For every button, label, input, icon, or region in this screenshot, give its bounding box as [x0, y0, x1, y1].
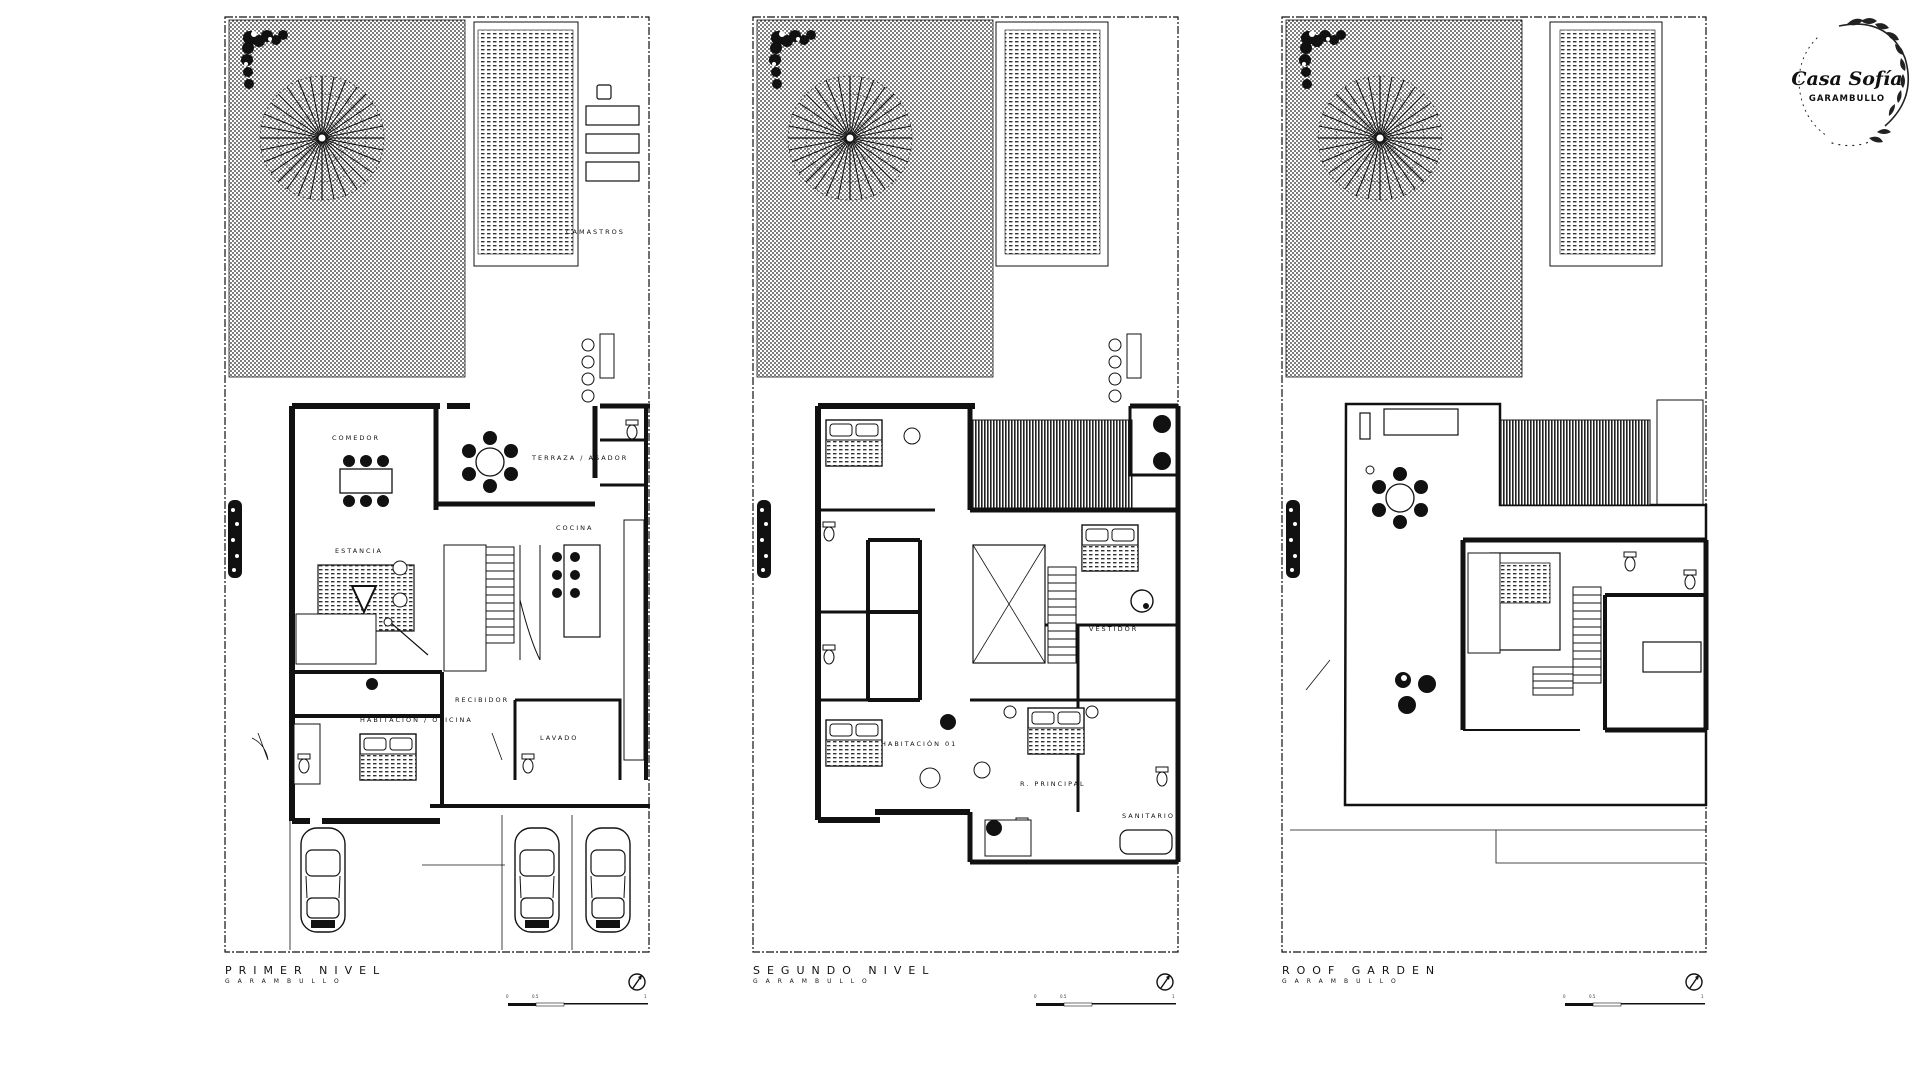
scale-bar [1564, 1002, 1706, 1007]
brand-name: Casa Sofía [1791, 68, 1903, 90]
laurel-wreath-icon [1798, 18, 1909, 147]
room-label-comedor: COMEDOR [332, 434, 380, 442]
room-label-estancia: ESTANCIA [335, 547, 383, 555]
svg-text:0.5: 0.5 [1060, 994, 1067, 999]
room-label-habitacion-01: HABITACIÓN 01 [881, 739, 957, 748]
plan-title: PRIMER NIVEL [225, 964, 386, 977]
plan-title: ROOF GARDEN [1282, 964, 1441, 977]
tree-icon [259, 75, 385, 201]
plan-title: SEGUNDO NIVEL [753, 964, 935, 977]
plan-primer-nivel: COMEDOR TERRAZA / ASADOR ESTANCIA COCINA… [224, 16, 650, 1007]
room-label-habitacion-oficina: HABITACIÓN / OFICINA [360, 715, 473, 724]
brand-logo: Casa Sofía GARAMBULLO [1777, 8, 1917, 168]
plan-subtitle: GARAMBULLO [1282, 978, 1404, 985]
room-label-camastros: CAMASTROS [566, 228, 625, 236]
svg-text:0.5: 0.5 [532, 994, 539, 999]
svg-text:1: 1 [1701, 994, 1704, 999]
svg-text:0: 0 [1563, 994, 1566, 999]
room-label-recibidor: RECIBIDOR [455, 696, 509, 704]
brand-subtitle: GARAMBULLO [1808, 94, 1886, 104]
bed-icon [359, 733, 417, 781]
north-arrow-icon [1156, 973, 1174, 991]
svg-text:0.5: 0.5 [1589, 994, 1596, 999]
scale-bar [1035, 1002, 1177, 1007]
plan-segundo-nivel: VESTIDOR HABITACIÓN 01 R. PRINCIPAL SANI… [752, 16, 1181, 1007]
room-label-lavado: LAVADO [540, 734, 578, 742]
round-table-icon [461, 430, 519, 494]
svg-text:0: 0 [506, 994, 509, 999]
plan-subtitle: GARAMBULLO [753, 978, 875, 985]
car-icon [300, 827, 346, 933]
room-label-cocina: COCINA [556, 524, 593, 532]
room-label-r-principal: R. PRINCIPAL [1020, 780, 1086, 788]
toilet-icon [297, 753, 311, 774]
plan-subtitle: GARAMBULLO [225, 978, 347, 985]
dining-table-icon [339, 454, 393, 508]
svg-text:1: 1 [644, 994, 647, 999]
room-label-sanitario: SANITARIO [1122, 812, 1175, 820]
plan-roof-garden: ROOF GARDEN GARAMBULLO 0 0.5 1 [1281, 16, 1709, 1007]
svg-text:0: 0 [1034, 994, 1037, 999]
room-label-terraza: TERRAZA / ASADOR [531, 454, 628, 462]
scale-bar [507, 1002, 649, 1007]
hedge-icon [228, 500, 242, 578]
room-label-vestidor: VESTIDOR [1089, 625, 1138, 633]
north-arrow-icon [628, 973, 646, 991]
svg-text:1: 1 [1172, 994, 1175, 999]
north-arrow-icon [1685, 973, 1703, 991]
